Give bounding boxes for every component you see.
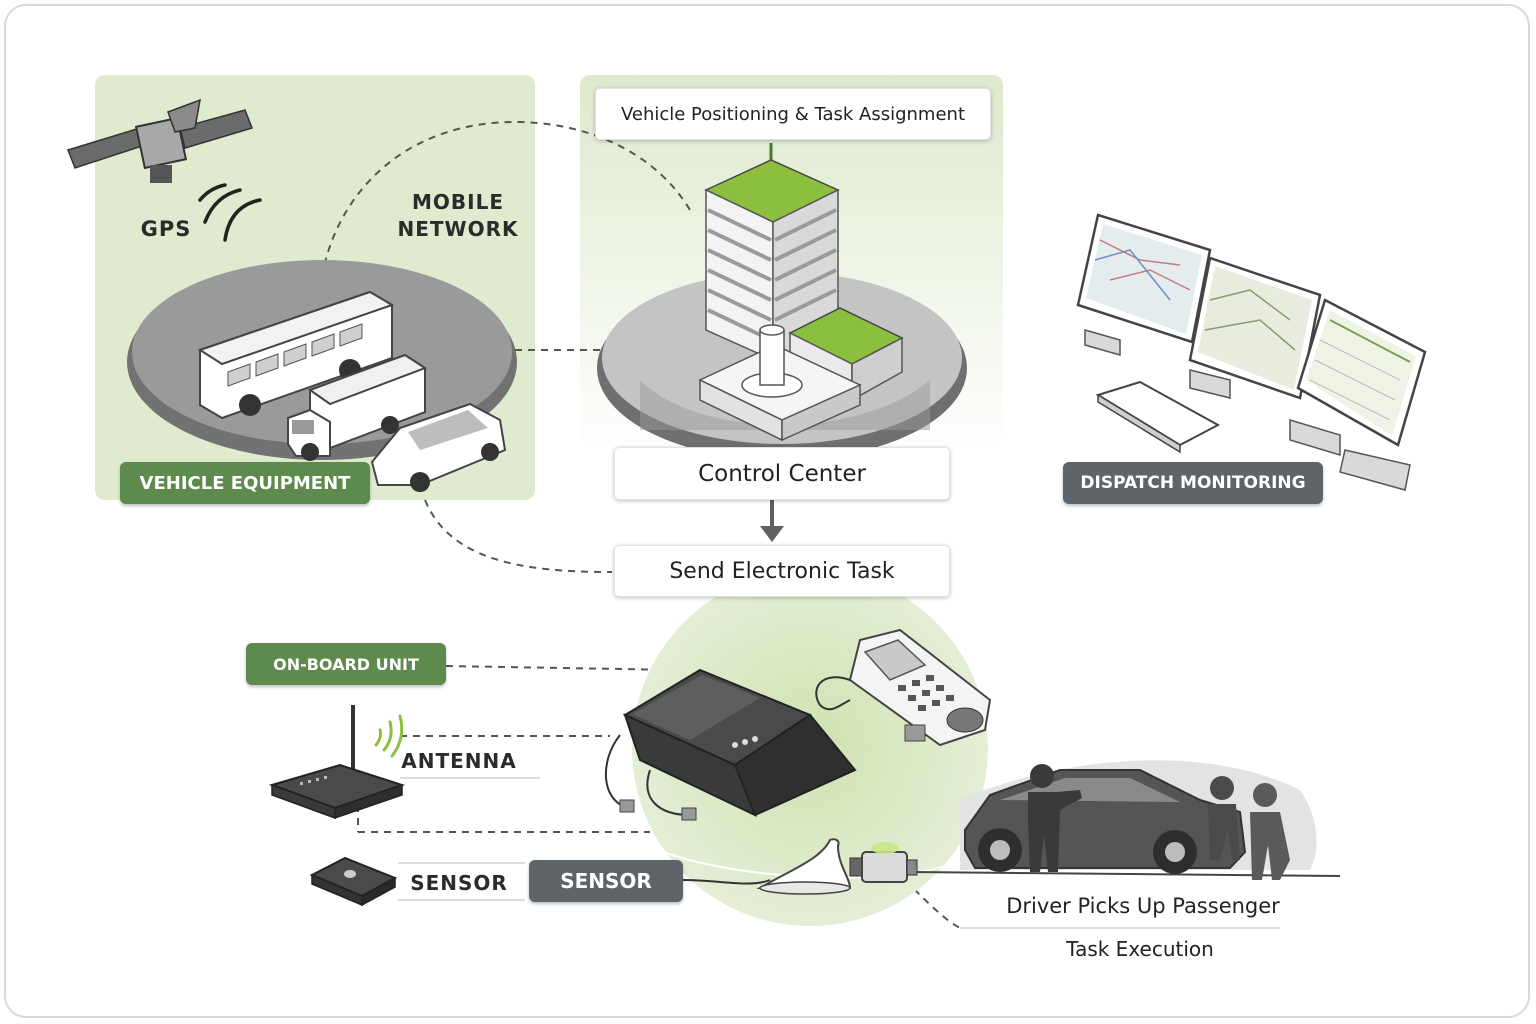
signal-waves-icon — [198, 183, 262, 242]
keyboard-icon — [1095, 380, 1221, 454]
satellite-icon — [67, 98, 253, 183]
obu-box-icon — [604, 668, 857, 821]
antenna-label: ANTENNA — [401, 749, 517, 773]
sensor-label: SENSOR — [410, 871, 508, 895]
person-icon — [1208, 776, 1240, 860]
truck-icon — [287, 353, 428, 461]
sensor-cable — [682, 879, 771, 885]
router-icon — [268, 705, 406, 820]
person-icon — [1250, 783, 1290, 880]
shark-antenna-icon — [756, 838, 852, 895]
network-link-curve — [319, 120, 691, 291]
connector-to-text-link — [904, 879, 961, 929]
send-electronic-task-box: Send Electronic Task — [614, 545, 950, 597]
monitor-icon — [1076, 213, 1427, 491]
car-icon — [370, 402, 507, 492]
gps-label: GPS — [140, 217, 192, 241]
vehicle-equipment-tag: VEHICLE EQUIPMENT — [120, 462, 370, 504]
building-icon — [698, 143, 904, 442]
task-execution-label: Task Execution — [1066, 937, 1214, 961]
onboard-unit-tag: ON-BOARD UNIT — [246, 643, 446, 685]
vehicle-to-task-link — [424, 499, 613, 573]
mobile-network-label: MOBILE NETWORK — [397, 190, 519, 241]
person-icon — [1028, 764, 1082, 872]
connector-icon — [849, 842, 918, 883]
arrow-to-send-task — [760, 500, 784, 542]
pickup-label: Driver Picks Up Passenger — [1006, 894, 1280, 918]
control-center-box: Control Center — [614, 447, 950, 500]
dispatch-monitoring-tag: DISPATCH MONITORING — [1063, 462, 1323, 504]
sensor-box-icon — [309, 856, 398, 907]
antenna-signal-icon — [374, 714, 404, 758]
sensor-tag: SENSOR — [529, 860, 683, 902]
bus-icon — [197, 290, 395, 420]
handheld-terminal-icon — [815, 628, 992, 747]
onboard-link — [445, 665, 681, 671]
positioning-box: Vehicle Positioning & Task Assignment — [595, 88, 991, 140]
